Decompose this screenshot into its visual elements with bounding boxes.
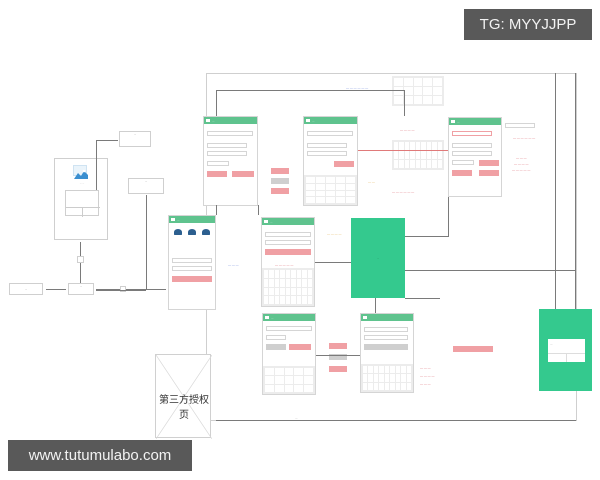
annotation: — — — bbox=[228, 263, 239, 267]
home-page-block: ... bbox=[351, 218, 405, 298]
input-field[interactable] bbox=[364, 335, 408, 340]
right-green-block: ... bbox=[539, 309, 592, 391]
screen-phone-login: ... bbox=[203, 116, 258, 206]
qwerty-keyboard[interactable] bbox=[392, 140, 444, 170]
annotation: — — — — — — bbox=[346, 86, 369, 90]
annotation: — — — — bbox=[514, 162, 529, 166]
screen-register: ... bbox=[448, 117, 502, 197]
error-tip-button[interactable] bbox=[453, 346, 493, 352]
next-button[interactable] bbox=[479, 170, 499, 176]
annotation: — — — — — — bbox=[392, 190, 415, 194]
annotation: — — — — — bbox=[512, 168, 531, 172]
screen-verify-code: ... bbox=[303, 116, 358, 206]
decision-node: ... bbox=[68, 283, 94, 295]
password-field[interactable] bbox=[172, 266, 212, 271]
phone-field[interactable] bbox=[172, 258, 212, 263]
screen-login-main: ... bbox=[168, 215, 216, 310]
get-code-button[interactable] bbox=[479, 160, 499, 166]
watermark-top-right: TG: MYYJJPP bbox=[464, 9, 592, 40]
screen-set-password bbox=[360, 313, 414, 393]
confirm-button[interactable] bbox=[265, 249, 311, 255]
side-red-button-2[interactable] bbox=[329, 366, 347, 372]
start-node: ... bbox=[9, 283, 43, 295]
sms-field[interactable] bbox=[207, 143, 247, 148]
code-field[interactable] bbox=[207, 151, 247, 156]
note-mid: ... bbox=[128, 178, 164, 194]
annotation: — — — — — bbox=[275, 263, 294, 267]
input-field[interactable] bbox=[266, 326, 312, 331]
splash-screen: · · · bbox=[54, 158, 108, 240]
screen-bind-phone: ... bbox=[262, 313, 316, 395]
input-field[interactable] bbox=[307, 131, 353, 136]
screen-reset-password: ... bbox=[261, 217, 315, 307]
annotation: — — — — bbox=[400, 128, 415, 132]
input-field[interactable] bbox=[452, 160, 474, 165]
numeric-keypad-top[interactable] bbox=[392, 76, 444, 106]
input-field[interactable] bbox=[307, 151, 347, 156]
annotation: — — — bbox=[420, 382, 431, 386]
annotation: — — — — — — bbox=[513, 136, 536, 140]
bottom-flow-label: ... bbox=[295, 416, 298, 420]
image-icon bbox=[73, 165, 88, 179]
annotation: — — — bbox=[516, 156, 527, 160]
hint-field bbox=[505, 123, 535, 128]
numeric-keypad[interactable] bbox=[304, 175, 357, 205]
input-field[interactable] bbox=[265, 232, 311, 237]
connector bbox=[46, 289, 66, 290]
connector-label bbox=[77, 256, 84, 263]
annotation: — — — — bbox=[420, 374, 435, 378]
side-red-button-2[interactable] bbox=[271, 188, 289, 194]
login-button[interactable] bbox=[172, 276, 212, 282]
dialog: ... bbox=[548, 339, 585, 362]
register-button[interactable] bbox=[232, 171, 254, 177]
connector bbox=[96, 289, 166, 290]
qwerty-keyboard[interactable] bbox=[262, 268, 314, 306]
input-field[interactable] bbox=[452, 143, 492, 148]
login-button[interactable] bbox=[207, 171, 227, 177]
input-field[interactable] bbox=[265, 240, 311, 245]
splash-caption: · · · bbox=[79, 181, 85, 185]
get-code-button[interactable] bbox=[334, 161, 354, 167]
qwerty-keyboard[interactable] bbox=[361, 364, 413, 392]
ad-block bbox=[65, 190, 100, 217]
captcha-field[interactable] bbox=[207, 161, 229, 166]
side-gray-button[interactable] bbox=[329, 354, 347, 360]
watermark-bottom-left: www.tutumulabo.com bbox=[8, 440, 192, 471]
third-party-auth-page: 第三方授权页 bbox=[155, 354, 212, 439]
input-field[interactable] bbox=[364, 327, 408, 332]
side-gray-button[interactable] bbox=[271, 178, 289, 184]
weibo-icon[interactable] bbox=[202, 229, 210, 235]
annotation: — — — — bbox=[327, 232, 342, 236]
submit-button[interactable] bbox=[452, 170, 472, 176]
input-field[interactable] bbox=[452, 131, 492, 136]
input-field[interactable] bbox=[452, 151, 492, 156]
qq-icon[interactable] bbox=[188, 229, 196, 235]
side-red-button[interactable] bbox=[329, 343, 347, 349]
annotation: — — bbox=[368, 180, 375, 184]
bind-button[interactable] bbox=[289, 344, 311, 350]
wechat-icon[interactable] bbox=[174, 229, 182, 235]
input-field[interactable] bbox=[307, 143, 347, 148]
confirm-button[interactable] bbox=[364, 344, 408, 350]
annotation: — — — bbox=[420, 366, 431, 370]
account-field[interactable] bbox=[207, 131, 253, 136]
note-top: ... bbox=[119, 131, 151, 147]
input-field[interactable] bbox=[266, 335, 286, 340]
side-red-button[interactable] bbox=[271, 168, 289, 174]
countdown-button[interactable] bbox=[266, 344, 286, 350]
connector-label bbox=[120, 286, 126, 292]
numeric-keypad[interactable] bbox=[263, 366, 315, 394]
